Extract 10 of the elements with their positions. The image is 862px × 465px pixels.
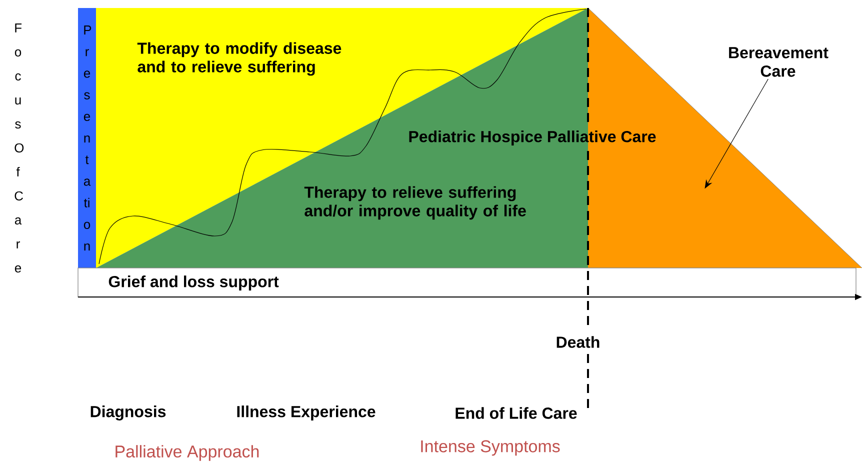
stage-label: Illness Experience	[237, 406, 376, 420]
grief-support-bar: Grief and loss support	[78, 268, 856, 298]
axis-label: Focus Of Care	[14, 23, 24, 273]
phase-label: Intense Symptoms	[421, 440, 560, 456]
phase-label: Palliative Approach	[116, 445, 259, 461]
stage-label: Diagnosis	[90, 406, 166, 420]
presentation-bar: Presentation	[78, 8, 96, 268]
event-label: Death	[556, 336, 600, 348]
stage-label: End of Life Care	[456, 407, 577, 419]
bereavement-label: Bereavement Care	[729, 47, 828, 77]
